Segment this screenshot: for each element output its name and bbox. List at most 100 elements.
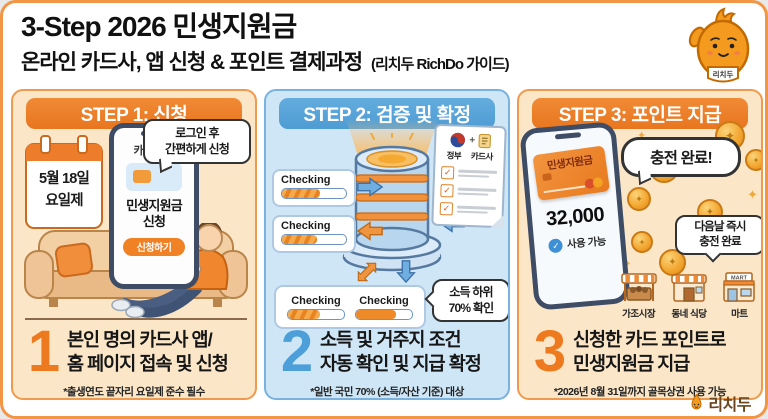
phone-screen-title: 민생지원금 신청 <box>114 198 194 231</box>
caption-line2: 홈 페이지 접속 및 신청 <box>67 352 229 374</box>
mart-icon: MART <box>723 272 756 302</box>
mini-card-icon <box>133 170 151 183</box>
bubble-tail <box>424 290 442 308</box>
step2-number: 2 <box>280 319 314 384</box>
mart-item: MART 마트 <box>716 271 761 320</box>
bubble-line2: 70% 확인 <box>448 300 494 315</box>
brand-footer: 리치두 <box>689 391 751 415</box>
doc-labels: 정부 카드사 <box>442 149 498 163</box>
checklist-row: ✓ <box>440 166 498 181</box>
checklist-row: ✓ <box>440 184 497 199</box>
phone-screen: 민생지원금 32,000 ✓ 사용 가능 <box>524 126 626 306</box>
caption-line1: 소득 및 거주지 조건 <box>320 329 462 350</box>
checking-duo-card: Checking Checking <box>274 285 426 329</box>
step2-footnote: *일반 국민 70% (소득/자산 기준) 대상 <box>310 386 464 398</box>
coin-star: ✦ <box>638 237 646 247</box>
checking-label: Checking <box>291 294 341 307</box>
shop-label: 가조시장 <box>622 309 656 320</box>
checkbox-icon: ✓ <box>440 184 454 198</box>
step3-header: STEP 3: 포인트 지급 <box>532 98 748 129</box>
step1-number: 1 <box>27 319 61 384</box>
checking-label: Checking <box>281 220 331 232</box>
checklist-row: ✓ <box>439 202 496 217</box>
subtitle-note: (리치두 RichDo 가이드) <box>370 56 510 74</box>
cardco-label: 카드사 <box>470 151 493 162</box>
page-title: 3-Step 2026 민생지원금 <box>21 11 297 42</box>
page-subtitle: 온라인 카드사, 앱 신청 & 포인트 결제과정 (리치두 RichDo 가이드… <box>21 46 510 76</box>
progress-bar <box>287 308 345 320</box>
step3-panel: STEP 3: 포인트 지급 ✦ ✦ ✦ ✦ ✦ ✦ ✦ ✦ ✦ ✦ ✦ 민생지… <box>517 89 763 400</box>
checking-col-2: Checking <box>355 295 413 320</box>
support-card: 민생지원금 <box>532 145 611 201</box>
caption-line1: 신청한 카드 포인트로 <box>573 329 726 350</box>
bubble-line2: 간편하게 신청 <box>165 141 230 156</box>
doc-icons-row: + <box>442 131 499 150</box>
checking-card-1: Checking <box>272 169 356 207</box>
mascot-icon: 리치두 <box>688 7 750 83</box>
caption-line2: 민생지원금 지급 <box>573 352 690 374</box>
coin-icon: ✦ <box>745 149 761 171</box>
mascot-shirt-label: 리치두 <box>713 69 734 79</box>
progress-fill <box>282 189 321 198</box>
login-speech-bubble: 로그인 후 간편하게 신청 <box>143 119 251 173</box>
sparkle-icon: ✦ <box>637 130 647 142</box>
sparkle-icon: ✦ <box>747 187 758 202</box>
bubble-line1: 다음날 즉시 <box>694 221 746 233</box>
steps-row: STEP 1: 신청 5월 18일 요일제 <box>11 89 763 400</box>
government-logo-icon <box>450 132 466 148</box>
charge-complete-bubble: 충전 완료! <box>621 137 741 185</box>
status-label: 사용 가능 <box>566 235 607 251</box>
bubble-text: 충전 완료! <box>650 150 713 167</box>
brand-name: 리치두 <box>708 397 751 414</box>
step2-caption: 2 소득 및 거주지 조건 자동 확인 및 지급 확정 <box>274 319 506 384</box>
verification-document: + 정부 카드사 ✓ ✓ <box>431 123 507 229</box>
checkbox-icon: ✓ <box>440 166 455 180</box>
step3-caption-text: 신청한 카드 포인트로 민생지원금 지급 <box>573 325 726 375</box>
arrow-down-icon <box>396 260 416 283</box>
check-circle-icon: ✓ <box>548 237 564 253</box>
screen-line2: 신청 <box>142 214 166 230</box>
progress-bar <box>355 308 413 320</box>
step2-panel: STEP 2: 검증 및 확정 Checking <box>264 89 510 400</box>
local-restaurant-item: 동네 식당 <box>665 271 712 320</box>
bubble-line1: 소득 하위 <box>449 285 493 299</box>
subtitle-text: 온라인 카드사, 앱 신청 & 포인트 결제과정 <box>21 51 363 75</box>
text-lines <box>457 186 497 198</box>
progress-bar <box>281 188 347 199</box>
card-wallet-icon <box>126 163 182 191</box>
coin-icon: ✦ <box>627 187 651 211</box>
step3-caption: 3 신청한 카드 포인트로 민생지원금 지급 <box>527 323 759 381</box>
progress-fill <box>288 309 321 319</box>
bubble-line2: 충전 완료 <box>699 235 741 248</box>
caption-line2: 자동 확인 및 지급 확정 <box>320 352 482 374</box>
step3-footnote: *2026년 8월 31일까지 골목상권 사용 가능 <box>553 386 727 398</box>
arrow-right-icon <box>357 177 384 197</box>
apply-button[interactable]: 신청하기 <box>123 237 185 256</box>
coin-star: ✦ <box>724 129 736 143</box>
plus-sign: + <box>469 134 476 147</box>
brand-mascot-icon <box>691 394 702 410</box>
calendar-date: 5월 18일 요일제 <box>27 169 101 213</box>
shops-row: 가조시장 동네 식당 <box>615 271 761 320</box>
calendar-line1: 5월 18일 <box>38 171 90 187</box>
card-stripe <box>543 184 586 194</box>
text-lines <box>457 168 498 180</box>
phone-notch <box>554 132 582 140</box>
market-stall-icon <box>620 273 657 301</box>
progress-fill <box>356 309 397 319</box>
checking-label: Checking <box>359 294 409 307</box>
calendar-top-bar <box>26 144 102 161</box>
card-chip-icon <box>542 172 553 182</box>
coin-star: ✦ <box>635 193 643 204</box>
gov-label: 정부 <box>446 150 462 161</box>
bubble-line1: 로그인 후 <box>175 126 219 140</box>
calendar-line2: 요일제 <box>45 192 83 209</box>
next-day-bubble: 다음날 즉시 충전 완료 <box>675 215 761 263</box>
points-amount: 32,000 <box>545 203 606 231</box>
mart-sign-text: MART <box>731 275 748 281</box>
calendar-ring-icon <box>40 135 51 154</box>
database-icon <box>342 133 442 272</box>
screen-line1: 민생지원금 <box>126 198 183 213</box>
usable-status: ✓ 사용 가능 <box>534 232 621 254</box>
